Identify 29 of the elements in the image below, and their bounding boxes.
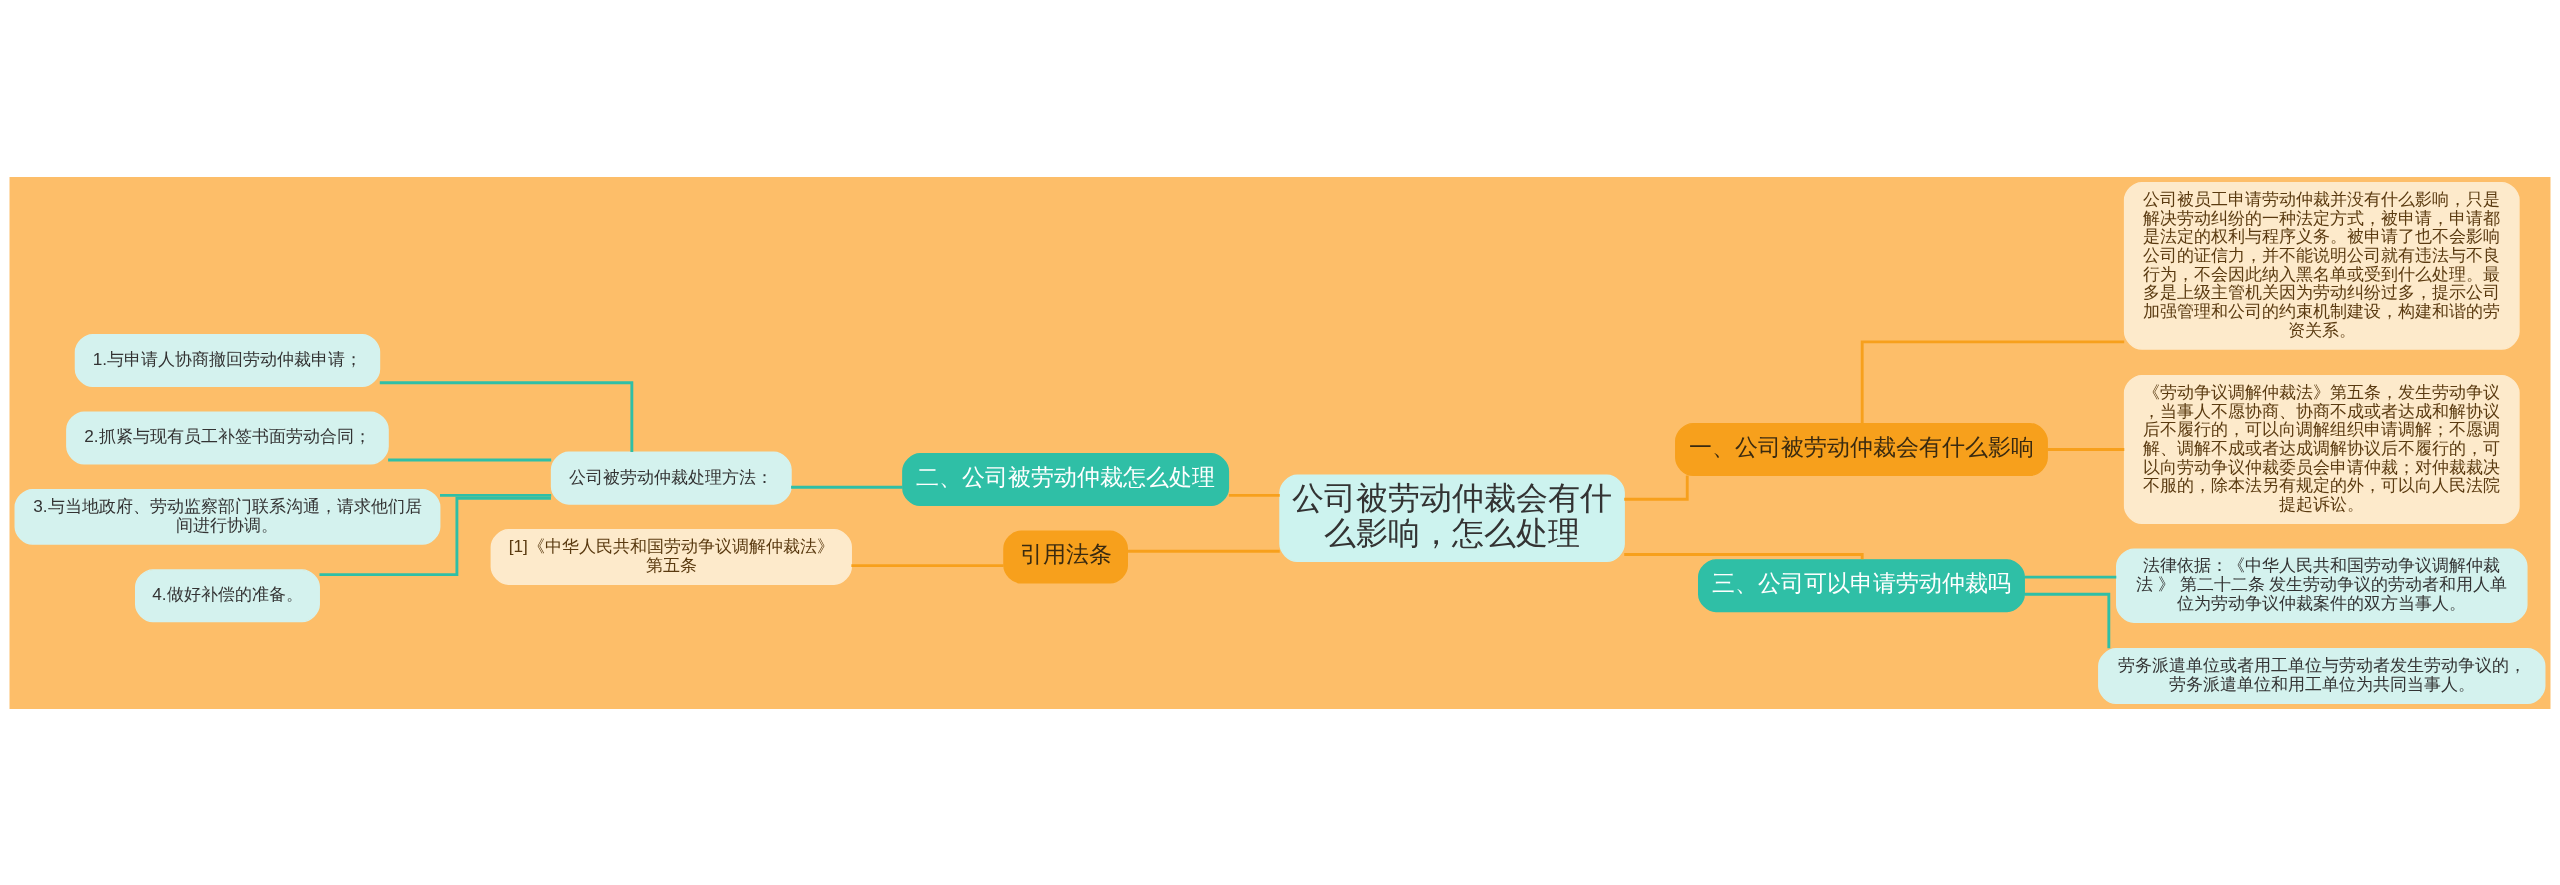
- connector: [2047, 447, 2125, 451]
- connector: [1127, 549, 1280, 553]
- node-box: 二、公司被劳动仲裁怎么处理: [902, 452, 1230, 506]
- node-box: 4.做好补偿的准备。: [135, 568, 320, 622]
- node-box: 公司被员工申请劳动仲裁并没有什么影响，只是解决劳动纠纷的一种法定方式，被申请，申请都是法定的权利与程序义务。被申请了也不会影响公司的证信力，并不能说明公司就有违法与不良行为，不会因此纳入黑名单或受到什么处理。最多是上级主管机关因为劳动纠纷过多，提示公司加强管理和公司的约束机制建设，构建和谐的劳资关系。: [2123, 181, 2520, 350]
- node-box: 公司被劳动仲裁会有什么影响，怎么处理: [1279, 474, 1625, 562]
- connector: [2024, 592, 2111, 648]
- node-box: 引用法条: [1003, 529, 1128, 584]
- node-box: 《劳动争议调解仲裁法》第五条，发生劳动争议，当事人不愿协商、协商不成或者达成和解协议后不履行的，可以向调解组织申请调解；不愿调解、调解不成或者达成调解协议后不履行的，可以向劳动争议仲裁委员会申请仲裁；对仲裁裁决不服的，除本法另有规定的外，可以向人民法院提起诉讼。: [2123, 374, 2520, 524]
- node-box: 劳务派遣单位或者用工单位与劳动者发生劳动争议的，劳务派遣单位和用工单位为共同当事人。: [2098, 647, 2546, 704]
- connector: [379, 380, 634, 452]
- node-box: 三、公司可以申请劳动仲裁吗: [1698, 558, 2025, 612]
- node-box: 公司被劳动仲裁处理方法：: [550, 451, 792, 505]
- connector: [2024, 575, 2117, 578]
- node-box: 法律依据：《中华人民共和国劳动争议调解仲裁法 》 第二十二条 发生劳动争议的劳动者和用人单位为劳动争议仲裁案件的双方当事人。: [2116, 547, 2528, 623]
- node-box: 1.与申请人协商撤回劳动仲裁申请；: [74, 333, 381, 387]
- node-box: 3.与当地政府、劳动监察部门联系沟通，请求他们居间进行协调。: [14, 488, 441, 545]
- connector: [1860, 339, 2125, 423]
- node-box: 一、公司被劳动仲裁会有什么影响: [1675, 422, 2048, 476]
- node-box: 2.抓紧与现有员工补签书面劳动合同；: [66, 410, 389, 464]
- node-box: [1]《中华人民共和国劳动争议调解仲裁法》第五条: [490, 528, 852, 585]
- connector: [851, 563, 1004, 567]
- connector: [440, 493, 552, 497]
- connector: [388, 458, 552, 461]
- connector: [791, 485, 903, 489]
- connector: [1624, 552, 1864, 559]
- connector: [1228, 493, 1280, 497]
- connector: [1624, 475, 1689, 501]
- connector: [319, 496, 551, 576]
